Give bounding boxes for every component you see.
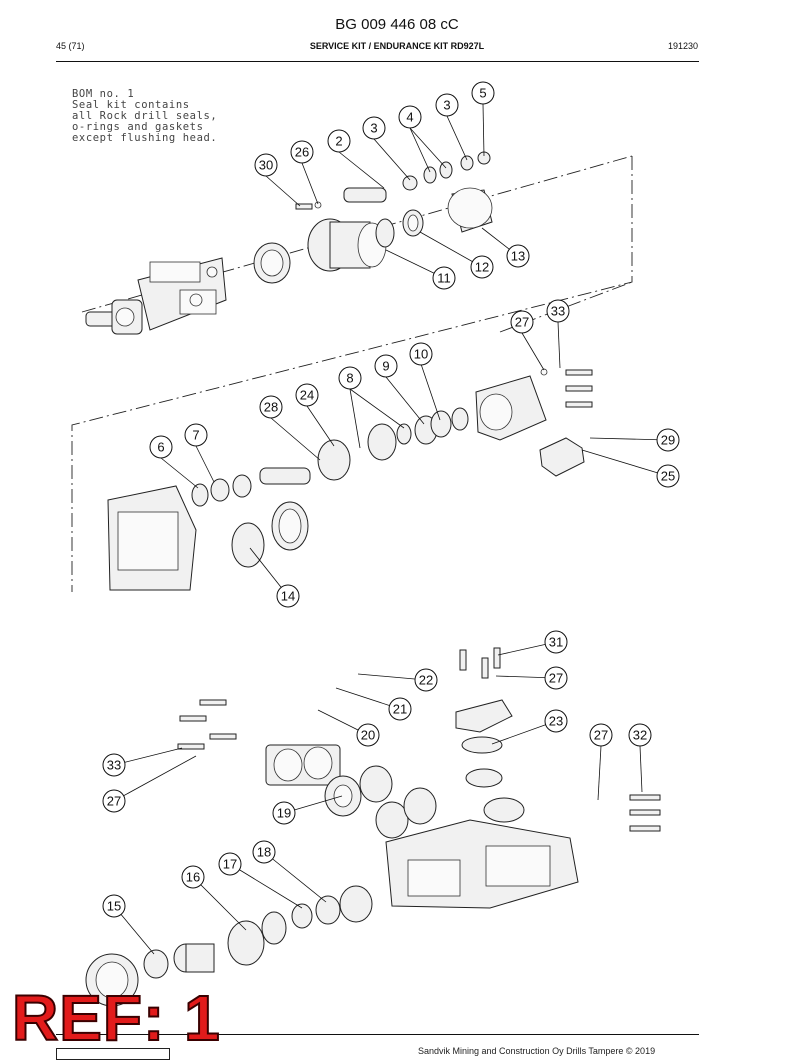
callout-21: 21 xyxy=(388,697,412,721)
callout-6-label: 6 xyxy=(157,440,164,455)
callout-22: 22 xyxy=(414,668,438,692)
callout-31-label: 31 xyxy=(549,635,563,650)
callout-25-label: 25 xyxy=(661,469,675,484)
callout-26: 26 xyxy=(290,140,314,164)
callout-15: 15 xyxy=(102,894,126,918)
upper-parts xyxy=(253,151,493,284)
document-number: BG 009 446 08 cC xyxy=(335,16,459,33)
callout-15-label: 15 xyxy=(107,899,121,914)
callout-4-label: 4 xyxy=(406,110,413,125)
callout-16-label: 16 xyxy=(186,870,200,885)
callout-8-label: 8 xyxy=(346,371,353,386)
footer-rule xyxy=(56,1034,699,1035)
callout-28: 28 xyxy=(259,395,283,419)
section-title: SERVICE KIT / ENDURANCE KIT RD927L xyxy=(309,41,485,51)
callout-11-label: 11 xyxy=(437,271,451,286)
callout-25: 25 xyxy=(656,464,680,488)
callout-30-label: 30 xyxy=(259,158,273,173)
callout-17-label: 17 xyxy=(223,857,237,872)
callout-20: 20 xyxy=(356,723,380,747)
callout-18: 18 xyxy=(252,840,276,864)
callout-7-label: 7 xyxy=(192,428,199,443)
callout-14-label: 14 xyxy=(281,589,295,604)
callout-27-lower-label: 27 xyxy=(107,794,121,809)
callout-32: 32 xyxy=(628,723,652,747)
callout-3-upper: 3 xyxy=(435,93,459,117)
callout-29-label: 29 xyxy=(661,433,675,448)
date-code: 191230 xyxy=(667,41,698,51)
callout-32-label: 32 xyxy=(633,728,647,743)
callout-2: 2 xyxy=(327,129,351,153)
callout-4: 4 xyxy=(398,105,422,129)
callout-29: 29 xyxy=(656,428,680,452)
callout-20-label: 20 xyxy=(361,728,375,743)
callout-10-label: 10 xyxy=(414,347,428,362)
callout-10: 10 xyxy=(409,342,433,366)
bom-note: BOM no. 1 Seal kit contains all Rock dri… xyxy=(72,88,218,144)
callout-27-middle-label: 27 xyxy=(549,671,563,686)
callout-23-label: 23 xyxy=(549,714,563,729)
callout-27-middle: 27 xyxy=(544,666,568,690)
callout-24: 24 xyxy=(295,383,319,407)
callout-9-label: 9 xyxy=(382,359,389,374)
leader-lines xyxy=(113,103,669,955)
callout-5-label: 5 xyxy=(479,86,486,101)
callout-28-label: 28 xyxy=(264,400,278,415)
rock-drill-overview xyxy=(85,257,227,335)
callout-16: 16 xyxy=(181,865,205,889)
callout-12: 12 xyxy=(470,255,494,279)
callout-19-label: 19 xyxy=(277,806,291,821)
callout-3-lower: 3 xyxy=(362,116,386,140)
callout-23: 23 xyxy=(544,709,568,733)
lower-parts xyxy=(85,647,661,1007)
callout-21-label: 21 xyxy=(393,702,407,717)
callout-17: 17 xyxy=(218,852,242,876)
callout-33-lower: 33 xyxy=(102,753,126,777)
callout-5: 5 xyxy=(471,81,495,105)
callout-3-lower-label: 3 xyxy=(370,121,377,136)
callout-2-label: 2 xyxy=(335,134,342,149)
callout-33-upper: 33 xyxy=(546,299,570,323)
page-number: 45 (71) xyxy=(56,41,85,51)
callout-22-label: 22 xyxy=(419,673,433,688)
callout-27-right: 27 xyxy=(589,723,613,747)
callout-30: 30 xyxy=(254,153,278,177)
callout-12-label: 12 xyxy=(475,260,489,275)
callout-19: 19 xyxy=(272,801,296,825)
callout-6: 6 xyxy=(149,435,173,459)
callout-27-lower: 27 xyxy=(102,789,126,813)
callout-13: 13 xyxy=(506,244,530,268)
header-rule xyxy=(56,61,699,62)
callout-7: 7 xyxy=(184,423,208,447)
assembly-boundary xyxy=(71,155,633,592)
callout-27-upper-label: 27 xyxy=(515,315,529,330)
callout-3-upper-label: 3 xyxy=(443,98,450,113)
callout-31: 31 xyxy=(544,630,568,654)
callout-18-label: 18 xyxy=(257,845,271,860)
footer-copyright: Sandvik Mining and Construction Oy Drill… xyxy=(418,1046,656,1056)
callout-13-label: 13 xyxy=(511,249,525,264)
callout-11: 11 xyxy=(432,266,456,290)
callout-27-upper: 27 xyxy=(510,310,534,334)
ref-stamp: REF: 1 xyxy=(11,982,221,1054)
callout-27-right-label: 27 xyxy=(594,728,608,743)
callout-8: 8 xyxy=(338,366,362,390)
callout-24-label: 24 xyxy=(300,388,314,403)
callout-33-lower-label: 33 xyxy=(107,758,121,773)
callout-14: 14 xyxy=(276,584,300,608)
middle-parts xyxy=(107,368,593,591)
callout-9: 9 xyxy=(374,354,398,378)
callout-33-upper-label: 33 xyxy=(551,304,565,319)
callout-26-label: 26 xyxy=(295,145,309,160)
